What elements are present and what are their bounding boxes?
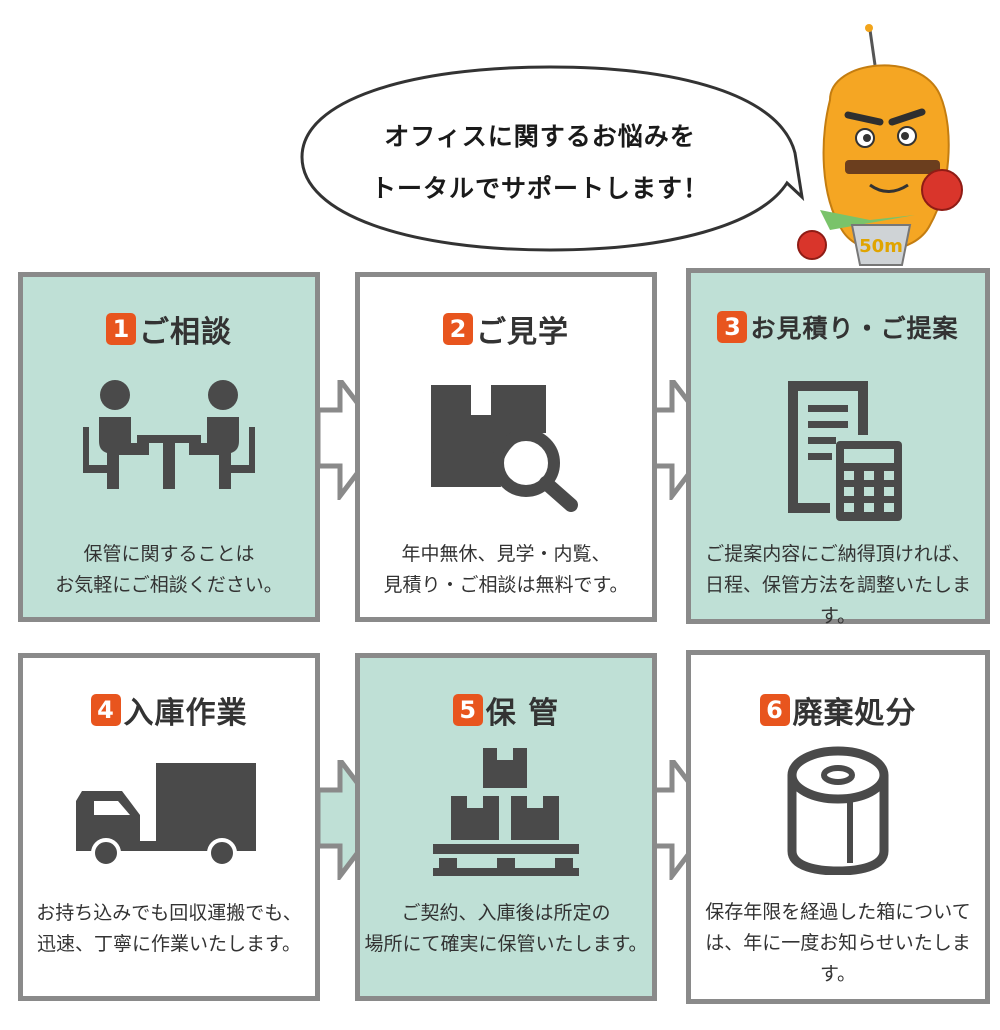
step-5-header: 5 保 管	[360, 688, 652, 732]
step-2-header: 2 ご見学	[360, 307, 652, 351]
speech-bubble	[300, 65, 805, 252]
step-number-badge: 1	[106, 313, 136, 345]
step-5-desc-line-2: 場所にて確実に保管いたします。	[364, 933, 648, 955]
step-number-badge: 5	[452, 694, 483, 726]
step-1-header: 1 ご相談	[23, 307, 315, 351]
consultation-icon	[83, 380, 255, 489]
step-3-desc-line-1: ご提案内容にご納得頂ければ、	[705, 543, 971, 565]
step-1-desc-line-1: 保管に関することは	[83, 543, 255, 565]
truck-icon	[76, 763, 256, 868]
step-2-desc-line-2: 見積り・ご相談は無料です。	[383, 574, 629, 596]
step-2-card: 2 ご見学 年中無休、見学・内覧、 見積り・ご相談は無料です。	[355, 272, 657, 622]
step-3-card: 3 お見積り・ご提案 ご提案内容にご納得頂ければ、 日程、保管方法を調整いたしま…	[686, 268, 990, 627]
step-3-desc-line-2: 日程、保管方法を調整いたします。	[704, 574, 971, 627]
box-search-icon	[431, 385, 578, 512]
step-number-badge: 6	[759, 694, 790, 726]
bubble-line-2: トータルでサポートします！	[370, 174, 709, 203]
step-title: 廃棄処分	[792, 696, 917, 731]
bubble-line-1: オフィスに関するお悩みを	[384, 122, 696, 151]
step-title: 入庫作業	[123, 696, 248, 731]
pallet-boxes-icon	[433, 748, 579, 876]
step-4-header: 4 入庫作業	[23, 688, 315, 732]
step-2-desc-line-1: 年中無休、見学・内覧、	[401, 543, 611, 565]
step-title: 保 管	[485, 696, 560, 731]
step-1-desc-line-2: お気軽にご相談ください。	[55, 574, 283, 596]
step-6-desc-line-1: 保存年限を経過した箱について	[705, 901, 971, 923]
step-4-desc-line-2: 迅速、丁寧に作業いたします。	[36, 933, 302, 955]
step-5-card: 5 保 管 ご契約、入庫後は所定の 場所にて確実に保管いたします。	[355, 653, 657, 1001]
step-number-badge: 4	[90, 694, 121, 726]
step-6-card: 6 廃棄処分 保存年限を経過した箱について は、年に一度お知らせいたします。	[686, 650, 990, 1004]
step-title: お見積り・ご提案	[750, 314, 959, 343]
step-title: ご相談	[139, 315, 232, 350]
document-calculator-icon	[788, 381, 902, 521]
step-number-badge: 3	[717, 311, 748, 343]
step-6-header: 6 廃棄処分	[691, 688, 985, 732]
step-5-desc-line-1: ご契約、入庫後は所定の	[401, 902, 611, 924]
step-6-desc-line-2: は、年に一度お知らせいたします。	[705, 932, 971, 985]
mascot-badge-text: 50m	[859, 236, 903, 257]
step-4-desc-line-1: お持ち込みでも回収運搬でも、	[36, 902, 302, 924]
step-number-badge: 2	[443, 313, 473, 345]
paper-roll-icon	[787, 746, 889, 875]
step-3-header: 3 お見積り・ご提案	[691, 309, 985, 345]
step-4-card: 4 入庫作業 お持ち込みでも回収運搬でも、 迅速、丁寧に作業いたします。	[18, 653, 320, 1001]
step-1-card: 1 ご相談 保管に関することは お気軽にご相談ください。	[18, 272, 320, 622]
mascot-icon: 50m	[797, 24, 963, 266]
step-title: ご見学	[476, 315, 569, 350]
